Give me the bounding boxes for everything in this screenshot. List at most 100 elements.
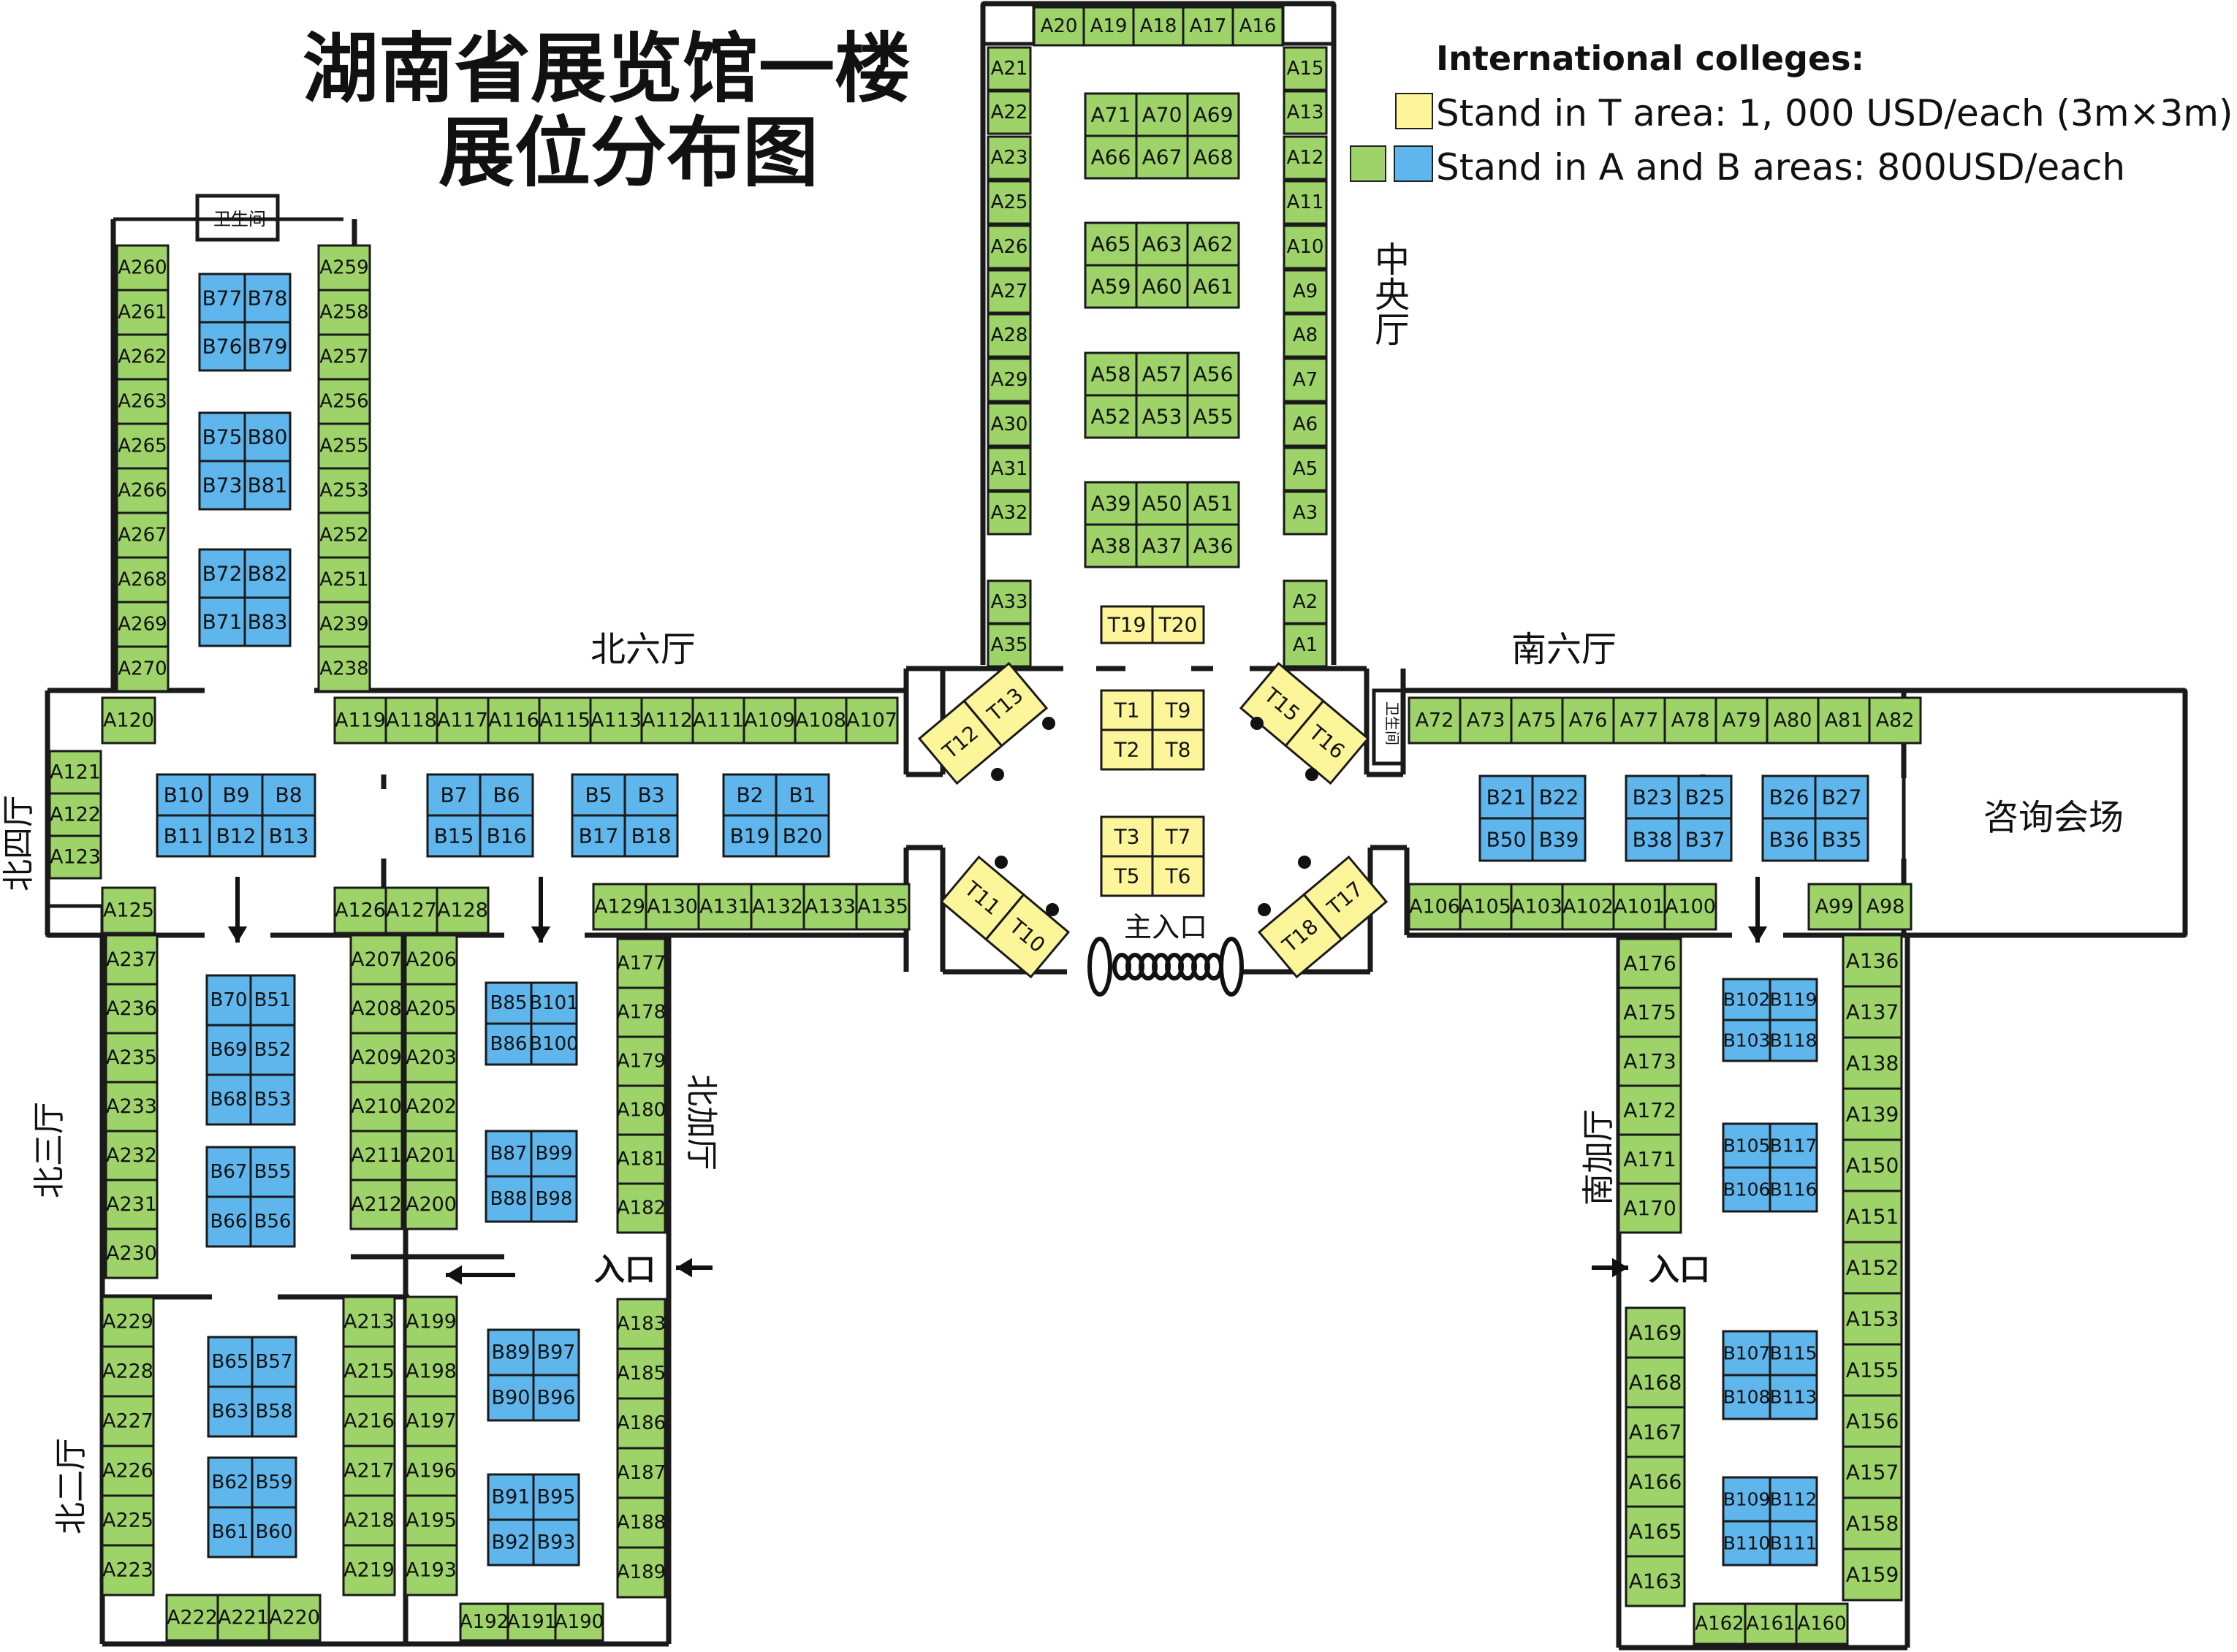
booth-label: A116 — [488, 709, 539, 732]
booth-a120: A120 — [101, 696, 156, 745]
booth-box — [404, 1544, 458, 1596]
booth-a218: A218 — [342, 1494, 396, 1547]
booth-label: A120 — [103, 709, 154, 732]
booth-a161: A161 — [1744, 1602, 1798, 1645]
booth-b117: B117 — [1769, 1122, 1818, 1169]
booth-box — [243, 460, 292, 511]
booth-label: A220 — [269, 1607, 320, 1629]
booth-label: B70 — [210, 989, 248, 1011]
booth-box — [1769, 1166, 1818, 1213]
booth-box — [750, 883, 805, 931]
booth-box — [1795, 1602, 1849, 1645]
hall-central: 中央厅 — [1368, 241, 1409, 346]
north4-corner-box — [45, 904, 105, 937]
booth-box — [1283, 46, 1328, 91]
booth-a261: A261 — [115, 289, 170, 336]
booth-label: B5 — [585, 783, 612, 807]
booth-label: A130 — [647, 896, 698, 918]
booth-box — [105, 983, 159, 1035]
booth-box — [1135, 481, 1189, 526]
booth-box — [1151, 689, 1205, 731]
entrance-right-arrow-icon — [1592, 1257, 1628, 1278]
booth-label: A137 — [1846, 1000, 1899, 1024]
booth-b82: B82 — [243, 548, 292, 599]
booth-label: A267 — [118, 525, 167, 547]
booth-a155: A155 — [1842, 1343, 1903, 1397]
booth-label: A11 — [1287, 191, 1324, 213]
booth-box — [1677, 774, 1733, 820]
booth-label: A8 — [1293, 324, 1318, 346]
booth-label: B16 — [487, 824, 527, 848]
booth-b13: B13 — [261, 814, 316, 858]
booth-b51: B51 — [249, 974, 296, 1027]
booth-a55: A55 — [1186, 394, 1240, 439]
booth-label: A222 — [167, 1607, 218, 1629]
booth-label: A37 — [1142, 534, 1182, 558]
booth-a99: A99 — [1807, 883, 1861, 931]
booth-a26: A26 — [987, 224, 1032, 270]
entrance-left-arrow-icon — [676, 1257, 713, 1278]
booth-label: A266 — [118, 480, 167, 502]
booth-box — [1478, 817, 1534, 862]
booth-a193: A193 — [404, 1544, 458, 1596]
booth-box — [845, 696, 899, 745]
booth-box — [1842, 985, 1903, 1039]
booth-a187: A187 — [616, 1447, 666, 1499]
booth-t6: T6 — [1151, 855, 1205, 897]
booth-label: A119 — [335, 709, 386, 732]
booth-a267: A267 — [115, 511, 170, 559]
booth-label: A235 — [106, 1046, 157, 1069]
booth-label: A192 — [460, 1611, 509, 1633]
booth-a57: A57 — [1135, 351, 1189, 397]
booth-box — [404, 934, 458, 986]
booth-b101: B101 — [529, 981, 579, 1025]
booth-a31: A31 — [987, 446, 1032, 492]
booth-box — [1761, 817, 1817, 862]
booth-label: A31 — [991, 458, 1028, 480]
booth-a256: A256 — [317, 378, 371, 425]
booth-b116: B116 — [1769, 1166, 1818, 1213]
booth-label: A185 — [617, 1363, 666, 1385]
toilet-top-label: 卫生间 — [213, 209, 266, 229]
booth-box — [436, 886, 490, 935]
booth-box — [1135, 264, 1189, 309]
booth-label: B15 — [434, 824, 474, 848]
booth-label: B85 — [490, 992, 528, 1014]
booth-a176: A176 — [1617, 937, 1682, 989]
booth-label: B37 — [1685, 828, 1725, 852]
booth-a36: A36 — [1186, 523, 1240, 568]
booth-box — [1478, 774, 1534, 820]
booth-label: T5 — [1114, 864, 1140, 888]
booth-a226: A226 — [101, 1444, 155, 1497]
booth-label: A216 — [343, 1410, 395, 1433]
booth-b108: B108 — [1722, 1374, 1771, 1420]
booth-label: A35 — [991, 634, 1028, 656]
booth-a185: A185 — [616, 1347, 666, 1400]
booth-label: T1 — [1114, 699, 1140, 723]
toilet-right-box — [1372, 688, 1405, 766]
booth-box — [115, 244, 170, 292]
booth-box — [1617, 937, 1682, 989]
booth-box — [349, 983, 403, 1035]
booth-box — [1693, 1602, 1747, 1645]
hall-north3: 北三厅 — [31, 1102, 68, 1198]
booth-label: A238 — [319, 658, 368, 680]
booth-box — [1769, 1476, 1818, 1523]
booth-box — [1135, 351, 1189, 397]
hall-north4: 北四厅 — [0, 795, 37, 891]
booth-box — [623, 773, 679, 817]
booth-b106: B106 — [1722, 1166, 1771, 1213]
booth-label: B17 — [579, 824, 619, 848]
booth-t16: T16 — [1284, 699, 1370, 785]
booth-label: A228 — [102, 1360, 153, 1383]
booth-a113: A113 — [589, 696, 643, 745]
booth-box — [987, 490, 1032, 536]
booth-label: A191 — [507, 1611, 556, 1633]
hall-north-add: 北加厅 — [683, 1074, 720, 1171]
booth-label: A189 — [617, 1561, 666, 1583]
booth-a177: A177 — [616, 937, 666, 989]
booth-label: A68 — [1193, 145, 1234, 170]
booth-b72: B72 — [198, 548, 246, 599]
booth-box — [404, 1444, 458, 1497]
booth-b113: B113 — [1769, 1374, 1818, 1420]
